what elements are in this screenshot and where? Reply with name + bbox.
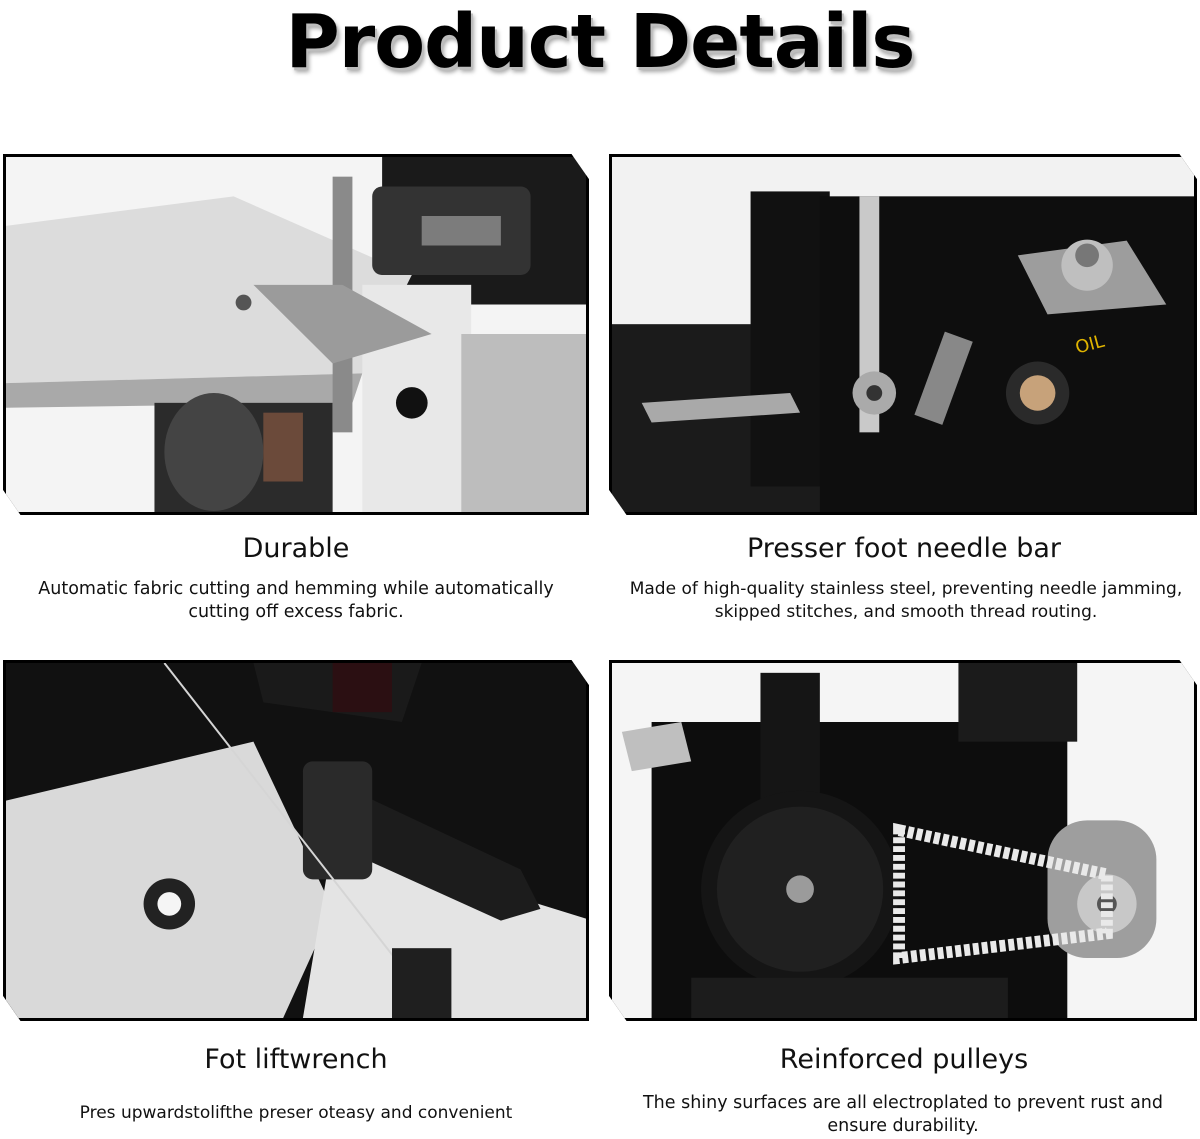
feature-title-reinforced-pulleys: Reinforced pulleys [779, 1044, 1029, 1075]
feature-description-reinforced-pulleys: The shiny surfaces are all electroplated… [642, 1093, 1164, 1136]
feature-description-presser-foot-needle-bar: Made of high-quality stainless steel, pr… [629, 579, 1183, 622]
feature-title-foot-lift-wrench: Fot liftwrench [204, 1044, 388, 1075]
feature-image-durable [3, 154, 589, 515]
pulley-belt-illustration [612, 663, 1194, 1018]
feature-description-durable: Automatic fabric cutting and hemming whi… [38, 579, 554, 622]
lift-wrench-illustration [6, 663, 586, 1018]
feature-title-durable: Durable [242, 533, 350, 564]
overlock-cutter-illustration [6, 157, 586, 512]
page-title: Product Details [285, 0, 916, 85]
feature-image-reinforced-pulleys [609, 660, 1197, 1021]
feature-title-presser-foot-needle-bar: Presser foot needle bar [746, 533, 1062, 564]
feature-description-foot-lift-wrench: Pres upwardstolifthe preser oteasy and c… [79, 1103, 513, 1123]
feature-image-foot-lift-wrench [3, 660, 589, 1021]
needle-bar-illustration: OIL [612, 157, 1194, 512]
feature-image-presser-foot-needle-bar: OIL [609, 154, 1197, 515]
